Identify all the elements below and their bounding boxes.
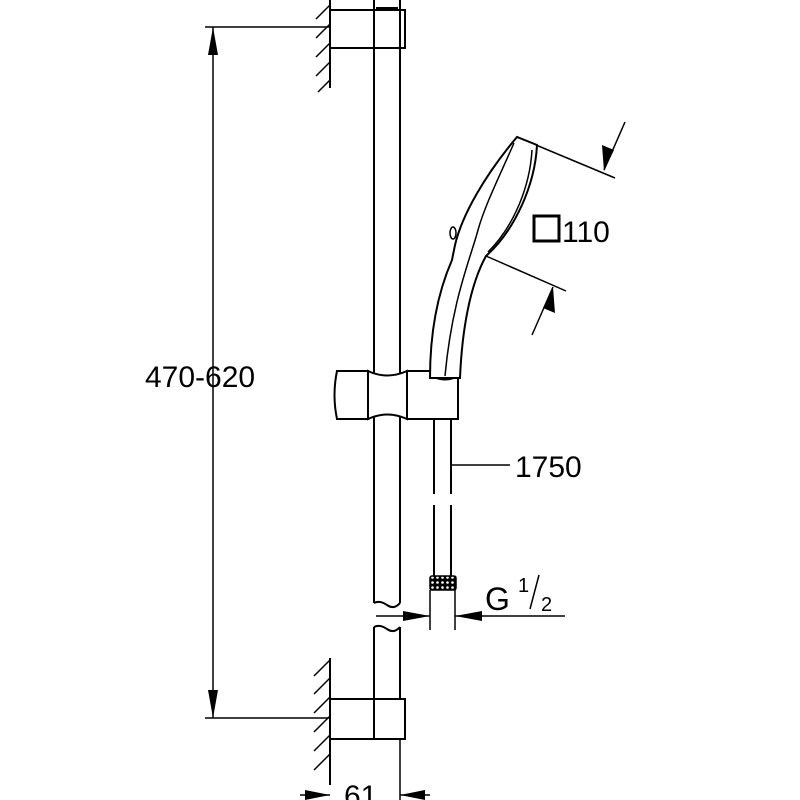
wall-offset-label: 61 xyxy=(344,780,377,800)
height-dimension-label: 470-620 xyxy=(145,361,255,394)
head-size-label: 110 xyxy=(562,216,610,249)
connection-label-letter: G xyxy=(485,581,510,617)
wall-hatch-icon xyxy=(313,658,331,785)
hose-length-label: 1750 xyxy=(515,451,582,484)
square-symbol-icon xyxy=(532,214,561,243)
top-wall-bracket xyxy=(329,9,406,49)
head-size-dimension xyxy=(485,121,626,336)
connection-label-denominator: 2 xyxy=(541,594,552,616)
connection-label-numerator: 1 xyxy=(518,575,529,597)
shower-rail xyxy=(373,0,401,739)
connection-dimension xyxy=(376,611,565,621)
wall-offset-dimension xyxy=(300,739,430,800)
wall-hatch-icon xyxy=(315,0,331,93)
bottom-wall-bracket xyxy=(329,698,406,740)
shower-hose xyxy=(429,419,457,630)
hand-shower xyxy=(428,135,539,379)
height-dimension xyxy=(205,26,330,719)
hose-nut xyxy=(429,575,457,591)
